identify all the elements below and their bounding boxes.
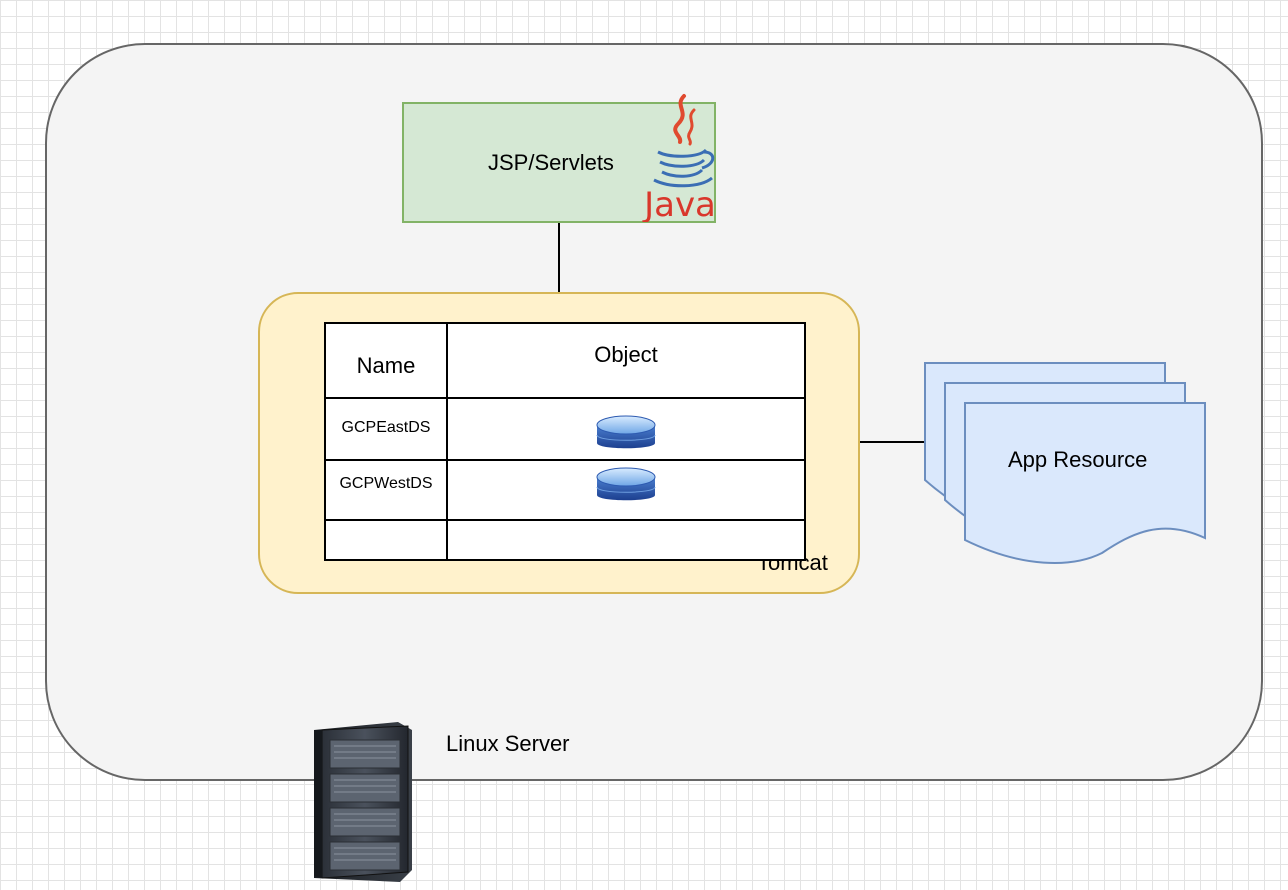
- object-column-header: Object: [446, 322, 806, 399]
- table-row: [324, 519, 806, 561]
- name-column-header: Name: [324, 322, 448, 399]
- jsp-servlets-label: JSP/Servlets: [488, 150, 614, 175]
- database-icon: [596, 415, 656, 449]
- datasource-object-cell: [446, 397, 806, 461]
- empty-name-cell: [324, 519, 448, 561]
- datasource-name-cell: GCPWestDS: [324, 459, 448, 521]
- app-resource-label: App Resource: [1008, 447, 1148, 472]
- linux-server-label: Linux Server: [446, 731, 570, 756]
- app-resource-documents[interactable]: [922, 360, 1212, 570]
- datasource-object-cell: [446, 459, 806, 521]
- java-logo-text: Java: [642, 185, 716, 222]
- table-header-row: Name Object: [324, 322, 806, 399]
- tomcat-appresource-connector: [859, 441, 925, 443]
- jndi-table: Name Object GCPEastDS GCPWestDS: [324, 322, 806, 561]
- table-row: GCPEastDS: [324, 397, 806, 461]
- table-row: GCPWestDS: [324, 459, 806, 521]
- database-icon: [596, 467, 656, 501]
- server-rack-icon: [314, 722, 412, 882]
- datasource-name-cell: GCPEastDS: [324, 397, 448, 461]
- jsp-tomcat-connector: [558, 222, 560, 293]
- empty-object-cell: [446, 519, 806, 561]
- java-logo-icon: Java: [642, 94, 716, 222]
